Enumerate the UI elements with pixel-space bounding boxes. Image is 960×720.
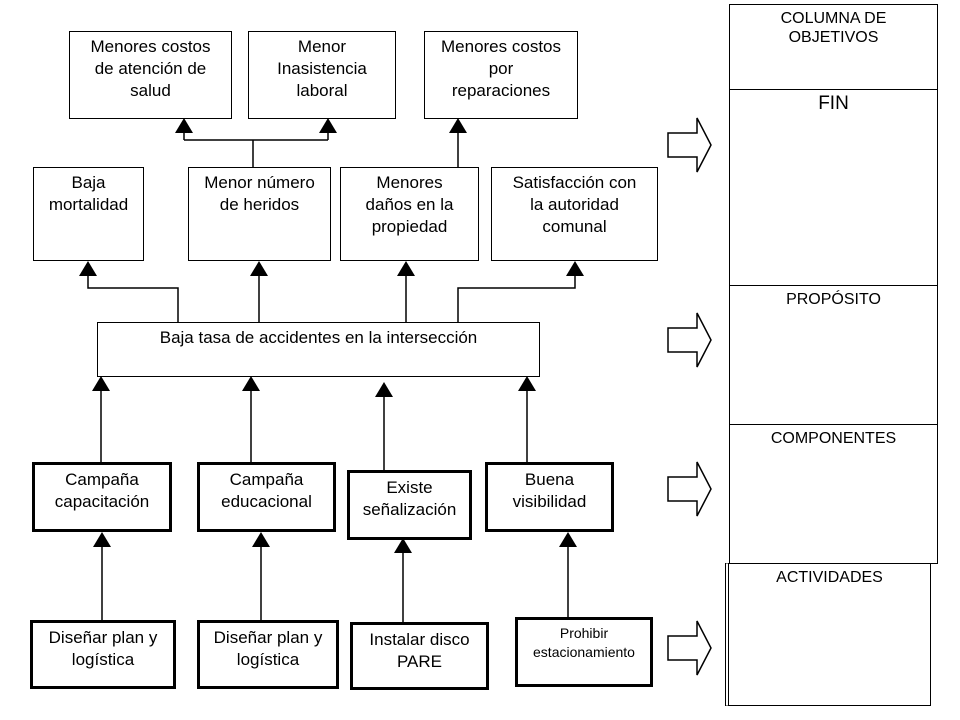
component-box-educacional: Campaña educacional bbox=[197, 462, 336, 532]
effect-label: Menores daños en la propiedad bbox=[365, 173, 454, 236]
effect-box-reparaciones: Menores costos por reparaciones bbox=[424, 31, 578, 119]
activity-label: Diseñar plan y logística bbox=[213, 628, 323, 669]
arrowhead bbox=[319, 118, 337, 133]
effect-label: Satisfacción con la autoridad comunal bbox=[512, 173, 637, 236]
objectives-row-actividades: ACTIVIDADES bbox=[725, 563, 931, 706]
effect-box-danos: Menores daños en la propiedad bbox=[340, 167, 479, 261]
arrowhead bbox=[397, 261, 415, 276]
effect-box-satisfaccion: Satisfacción con la autoridad comunal bbox=[491, 167, 658, 261]
component-label: Campaña capacitación bbox=[54, 470, 150, 511]
activity-box-plan-2: Diseñar plan y logística bbox=[197, 620, 339, 689]
row-label-componentes: COMPONENTES bbox=[770, 430, 897, 447]
activity-box-plan-1: Diseñar plan y logística bbox=[30, 620, 176, 689]
activity-box-estacionamiento: Prohibir estacionamiento bbox=[515, 617, 653, 687]
arrowhead bbox=[242, 376, 260, 391]
block-arrow-fin bbox=[667, 117, 712, 173]
objectives-row-proposito: PROPÓSITO bbox=[729, 285, 938, 425]
effect-box-inasistencia: Menor Inasistencia laboral bbox=[248, 31, 396, 119]
component-label: Buena visibilidad bbox=[512, 470, 587, 511]
row-label-actividades: ACTIVIDADES bbox=[776, 569, 883, 586]
block-arrow-componentes bbox=[667, 461, 712, 517]
component-box-capacitacion: Campaña capacitación bbox=[32, 462, 172, 532]
connector-lines bbox=[87, 130, 576, 622]
effect-label: Menor Inasistencia laboral bbox=[277, 37, 367, 100]
objectives-row-fin: FIN bbox=[729, 89, 938, 286]
component-box-visibilidad: Buena visibilidad bbox=[485, 462, 614, 532]
effect-label: Menor número de heridos bbox=[204, 173, 315, 214]
arrowhead bbox=[375, 382, 393, 397]
block-arrow-actividades bbox=[667, 620, 712, 676]
arrowhead bbox=[252, 532, 270, 547]
effect-box-heridos: Menor número de heridos bbox=[188, 167, 331, 261]
activity-label: Prohibir estacionamiento bbox=[533, 625, 635, 660]
objectives-column-header: COLUMNA DE OBJETIVOS bbox=[729, 4, 938, 90]
effect-box-mortalidad: Baja mortalidad bbox=[33, 167, 144, 261]
activity-box-pare: Instalar disco PARE bbox=[350, 622, 489, 690]
arrowhead bbox=[93, 532, 111, 547]
objectives-row-componentes: COMPONENTES bbox=[729, 424, 938, 564]
arrowhead bbox=[175, 118, 193, 133]
activity-label: Diseñar plan y logística bbox=[48, 628, 158, 669]
effect-box-costos-salud: Menores costos de atención de salud bbox=[69, 31, 232, 119]
component-label: Campaña educacional bbox=[221, 470, 312, 511]
arrowhead bbox=[518, 376, 536, 391]
arrowheads bbox=[79, 118, 584, 553]
arrowhead bbox=[394, 538, 412, 553]
connector-to-satisfaccion bbox=[457, 274, 576, 322]
effect-label: Menores costos de atención de salud bbox=[90, 37, 211, 100]
arrowhead bbox=[449, 118, 467, 133]
arrowhead bbox=[92, 376, 110, 391]
arrowhead bbox=[566, 261, 584, 276]
effect-label: Baja mortalidad bbox=[48, 173, 129, 214]
effect-label: Menores costos por reparaciones bbox=[441, 37, 561, 100]
activity-label: Instalar disco PARE bbox=[369, 630, 470, 671]
row-label-fin: FIN bbox=[818, 93, 849, 114]
arrowhead bbox=[559, 532, 577, 547]
arrowhead bbox=[79, 261, 97, 276]
objectives-column-title: COLUMNA DE OBJETIVOS bbox=[780, 10, 887, 46]
purpose-label: Baja tasa de accidentes en la intersecci… bbox=[159, 328, 478, 347]
component-box-senalizacion: Existe señalización bbox=[347, 470, 472, 540]
arrowhead bbox=[250, 261, 268, 276]
block-arrows bbox=[667, 117, 712, 676]
connector-to-mortalidad bbox=[87, 274, 179, 322]
component-label: Existe señalización bbox=[362, 478, 457, 519]
block-arrow-proposito bbox=[667, 312, 712, 368]
purpose-box: Baja tasa de accidentes en la intersecci… bbox=[97, 322, 540, 377]
row-label-proposito: PROPÓSITO bbox=[786, 291, 881, 308]
